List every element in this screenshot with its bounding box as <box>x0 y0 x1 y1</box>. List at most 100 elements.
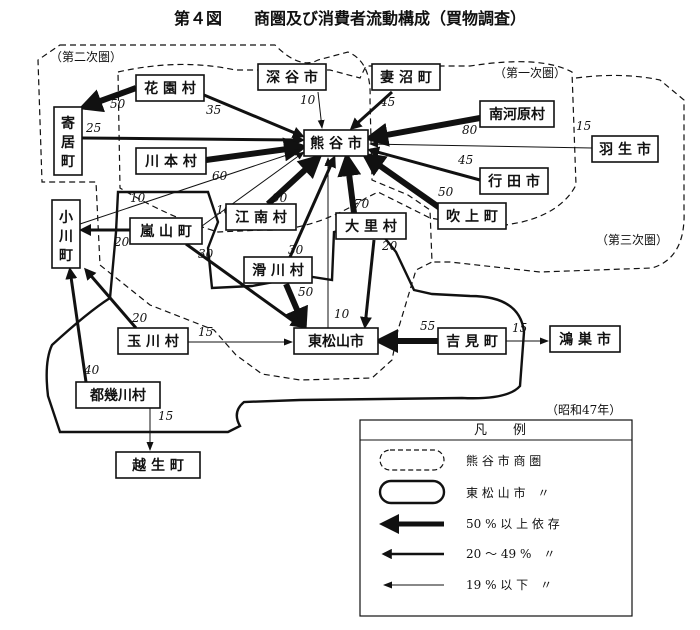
flow-value-ranzan-to-higashimatsuyama: 30 <box>198 247 214 261</box>
node-label-osato: 大 里 村 <box>345 218 397 235</box>
node-label-gyoda: 行 田 市 <box>487 173 540 190</box>
flow-value-tokigawa-to-ogose: 15 <box>158 409 173 423</box>
legend: 凡 例 熊 谷 市 商 圏 東 松 山 市 〃 50 % 以 上 依 存 20 … <box>359 419 633 617</box>
flow-arrow-minamikawara-to-kumagaya <box>364 115 481 147</box>
flow-value-higashimatsuyama-to-kumagaya: 10 <box>334 307 350 321</box>
legend-label-kumagaya-area: 熊 谷 市 商 圏 <box>466 453 541 468</box>
node-label-namegawa: 滑 川 村 <box>252 262 304 279</box>
kumagaya-trade-area-first-zone <box>117 61 577 233</box>
kumagaya-trade-area-second-zone <box>37 44 433 381</box>
flow-value-minamikawara-to-kumagaya: 80 <box>462 123 478 137</box>
flow-arrow-konan-to-kumagaya <box>265 153 323 207</box>
node-label-menuma: 妻 沼 町 <box>380 69 432 86</box>
flow-arrow-menuma-to-kumagaya <box>349 90 394 131</box>
node-label-minamikawara: 南河原村 <box>489 106 545 123</box>
node-tokigawa: 都幾川村 <box>75 381 161 409</box>
flow-value-osato-to-higashimatsuyama: 20 <box>381 239 398 253</box>
flow-value-osato-to-kumagaya: 70 <box>354 197 370 211</box>
node-label-fukiage: 吹 上 町 <box>446 208 498 225</box>
legend-label-50-plus: 50 % 以 上 依 存 <box>466 516 560 531</box>
flow-value-namegawa-to-kumagaya: 30 <box>288 243 304 257</box>
flow-arrow-fukaya-to-kumagaya <box>317 91 325 129</box>
flow-arrow-gyoda-to-kumagaya <box>367 146 481 182</box>
kumagaya-trade-area-third-zone <box>432 74 685 273</box>
node-label-kumagaya: 熊 谷 市 <box>310 135 362 152</box>
second-zone-label: （第二次圏） <box>50 50 122 64</box>
flow-arrow-namegawa-to-kumagaya <box>288 155 336 258</box>
flow-value-tamagawa-to-ogawa: 20 <box>131 311 148 325</box>
node-label-yoshimi: 吉 見 町 <box>446 333 498 350</box>
flow-arrows <box>65 85 593 451</box>
node-tamagawa: 玉 川 村 <box>117 327 189 355</box>
legend-label-20-49: 20 ～ 49 % 〃 <box>466 547 555 561</box>
year-label: （昭和47年） <box>546 403 621 417</box>
flow-arrow-tokigawa-to-ogawa <box>65 267 88 383</box>
flow-value-yorii-to-kumagaya: 25 <box>85 121 101 135</box>
node-konan: 江 南 村 <box>225 203 297 231</box>
node-fukiage: 吹 上 町 <box>437 202 507 230</box>
legend-symbol-dashed-loop <box>379 449 445 471</box>
legend-label-19-minus: 19 % 以 下 〃 <box>466 578 552 592</box>
flow-value-yoshimi-to-higashimatsuyama: 55 <box>420 319 435 333</box>
node-label-kawamoto: 川 本 村 <box>144 153 197 170</box>
flow-arrow-hanazono-to-yorii <box>78 85 138 113</box>
node-yoshimi: 吉 見 町 <box>437 327 507 355</box>
flow-arrow-osato-to-higashimatsuyama <box>359 239 376 329</box>
node-hanazono: 花 園 村 <box>135 74 205 102</box>
flow-value-tamagawa-to-higashimatsuyama: 15 <box>198 325 213 339</box>
node-label-higashimatsuyama: 東松山市 <box>308 333 364 350</box>
node-label-konan: 江 南 村 <box>235 209 287 226</box>
legend-title: 凡 例 <box>474 423 526 438</box>
node-label-yorii: 寄居町 <box>61 115 75 170</box>
flow-value-konan-to-kumagaya: 90 <box>272 191 288 205</box>
legend-box <box>359 419 633 617</box>
flow-arrow-tamagawa-to-ogawa <box>84 267 138 329</box>
flow-value-yoshimi-to-konosu: 15 <box>512 321 527 335</box>
node-ogose: 越 生 町 <box>115 451 201 479</box>
flow-arrow-ogawa-to-kumagaya <box>79 149 303 225</box>
node-label-hanyu: 羽 生 市 <box>599 141 651 158</box>
flow-value-namegawa-to-higashimatsuyama: 50 <box>298 285 314 299</box>
flow-arrow-fukiage-to-kumagaya <box>361 152 442 211</box>
node-kawamoto: 川 本 村 <box>135 147 207 175</box>
node-label-ogawa: 小川町 <box>58 210 73 264</box>
node-ogawa: 小川町 <box>51 199 81 269</box>
node-higashimatsuyama: 東松山市 <box>293 327 379 355</box>
node-konosu: 鴻 巣 市 <box>549 325 621 353</box>
node-menuma: 妻 沼 町 <box>371 63 441 91</box>
flow-arrow-hanyu-to-kumagaya <box>369 140 593 149</box>
node-label-ogose: 越 生 町 <box>131 457 184 474</box>
node-label-tokigawa: 都幾川村 <box>89 387 146 404</box>
first-zone-label: （第一次圏） <box>494 66 566 80</box>
flow-value-hanazono-to-yorii: 50 <box>110 97 126 111</box>
node-gyoda: 行 田 市 <box>479 167 549 195</box>
flow-value-ogawa-to-kumagaya: 10 <box>130 191 146 205</box>
node-label-fukaya: 深 谷 市 <box>266 69 318 86</box>
node-ranzan: 嵐 山 町 <box>129 217 203 245</box>
third-zone-label: （第三次圏） <box>596 233 668 247</box>
node-minamikawara: 南河原村 <box>479 100 555 128</box>
flow-arrow-ranzan-to-kumagaya <box>201 151 305 227</box>
flow-value-hanazono-to-kumagaya: 35 <box>206 103 221 117</box>
flow-arrow-hanazono-to-kumagaya <box>203 93 305 139</box>
node-label-tamagawa: 玉 川 村 <box>127 333 179 350</box>
node-kumagaya: 熊 谷 市 <box>303 129 369 157</box>
node-fukaya: 深 谷 市 <box>257 63 327 91</box>
node-namegawa: 滑 川 村 <box>243 256 313 284</box>
flow-value-gyoda-to-kumagaya: 45 <box>457 153 473 167</box>
node-osato: 大 里 村 <box>335 212 407 240</box>
flow-value-ranzan-to-ogawa: 20 <box>113 235 130 249</box>
node-label-konosu: 鴻 巣 市 <box>559 331 611 348</box>
legend-symbol-solid-loop <box>378 479 446 505</box>
node-label-hanazono: 花 園 村 <box>144 80 196 97</box>
node-label-ranzan: 嵐 山 町 <box>139 224 192 240</box>
zone-boundaries <box>37 44 685 434</box>
node-hanyu: 羽 生 市 <box>591 135 659 163</box>
higashimatsuyama-trade-area <box>45 190 526 434</box>
flow-value-tokigawa-to-ogawa: 40 <box>83 363 100 377</box>
flow-arrow-yorii-to-kumagaya <box>81 133 305 146</box>
flow-value-hanyu-to-kumagaya: 15 <box>576 119 591 133</box>
diagram-title: 第４図 商圏及び消費者流動構成（買物調査） <box>174 9 526 28</box>
